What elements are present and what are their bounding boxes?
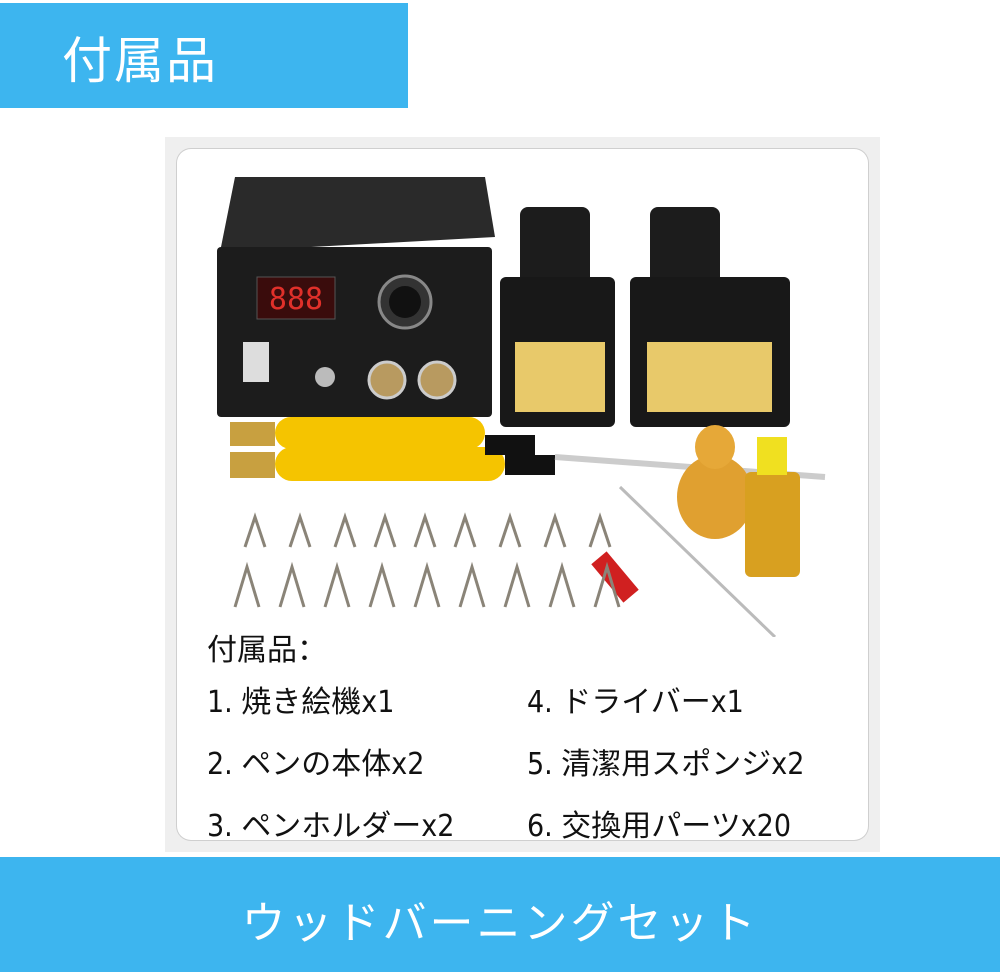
sponge <box>647 342 772 412</box>
product-panel: 888 <box>165 137 880 852</box>
burner-unit: 888 <box>217 177 495 417</box>
gourd <box>677 455 753 539</box>
product-photo: 888 <box>217 177 826 637</box>
list-item: 3. ペンホルダーx2 <box>207 809 455 844</box>
list-item: 2. ペンの本体x2 <box>207 747 425 782</box>
pen-holders <box>500 207 790 427</box>
sponge <box>515 342 605 412</box>
footer-banner: ウッドバーニングセット <box>0 857 1000 972</box>
power-switch <box>243 342 269 382</box>
list-item: 6. 交換用パーツx20 <box>527 809 792 844</box>
list-item: 4. ドライバーx1 <box>527 685 744 720</box>
device-display: 888 <box>269 282 323 317</box>
list-item: 1. 焼き絵機x1 <box>207 685 395 720</box>
screwdriver <box>618 485 777 637</box>
list-title: 付属品： <box>207 633 327 668</box>
pen-socket <box>367 360 407 400</box>
list-item: 5. 清潔用スポンジx2 <box>527 747 805 782</box>
burner-pens <box>230 417 826 481</box>
oil-bottle <box>745 472 800 577</box>
header-banner: 付属品 <box>0 3 408 108</box>
header-title: 付属品 <box>62 32 218 90</box>
replacement-tips <box>233 512 621 608</box>
footer-title: ウッドバーニングセット <box>241 898 759 949</box>
pen-socket <box>417 360 457 400</box>
